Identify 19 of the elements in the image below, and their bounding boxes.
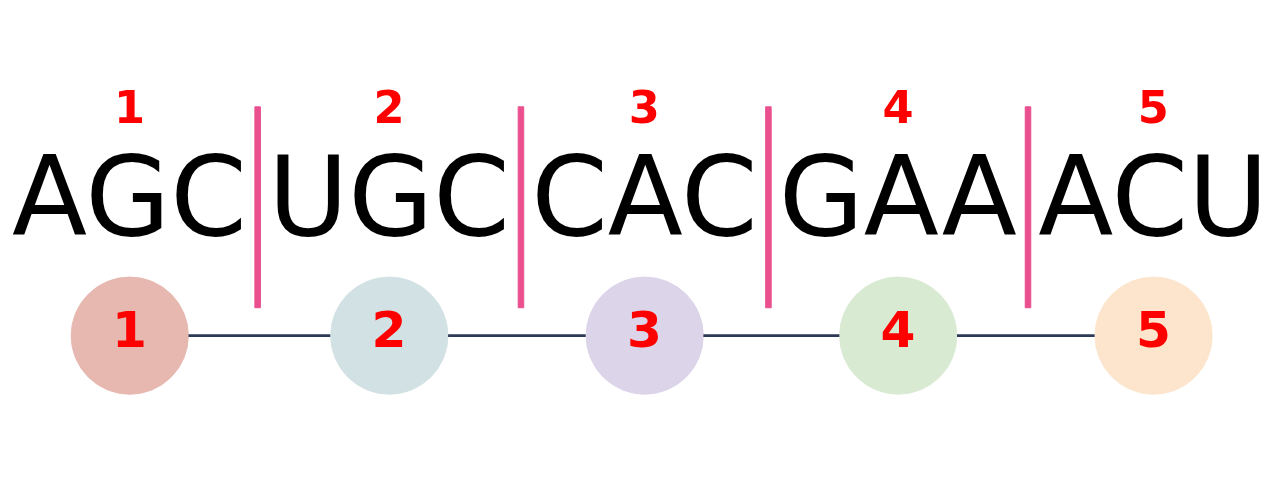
label: 5 (1137, 81, 1169, 134)
node-circle: 3 (585, 276, 704, 395)
label: UGC (267, 132, 510, 261)
connector (957, 334, 1095, 338)
label: AGC (12, 132, 247, 261)
label: ACU (1038, 132, 1269, 261)
label: 1 (113, 81, 145, 134)
node-circle: 4 (839, 276, 958, 395)
connector (188, 334, 331, 338)
node-circle: 2 (330, 276, 449, 395)
label: 4 (882, 81, 914, 134)
label: 3 (628, 81, 660, 134)
node-circle: 1 (70, 276, 189, 395)
connector (448, 334, 586, 338)
label: 2 (373, 81, 405, 134)
label: CAC (531, 132, 758, 261)
node-circle: 5 (1094, 276, 1213, 395)
connector (703, 334, 840, 338)
label: GAA (778, 132, 1017, 261)
